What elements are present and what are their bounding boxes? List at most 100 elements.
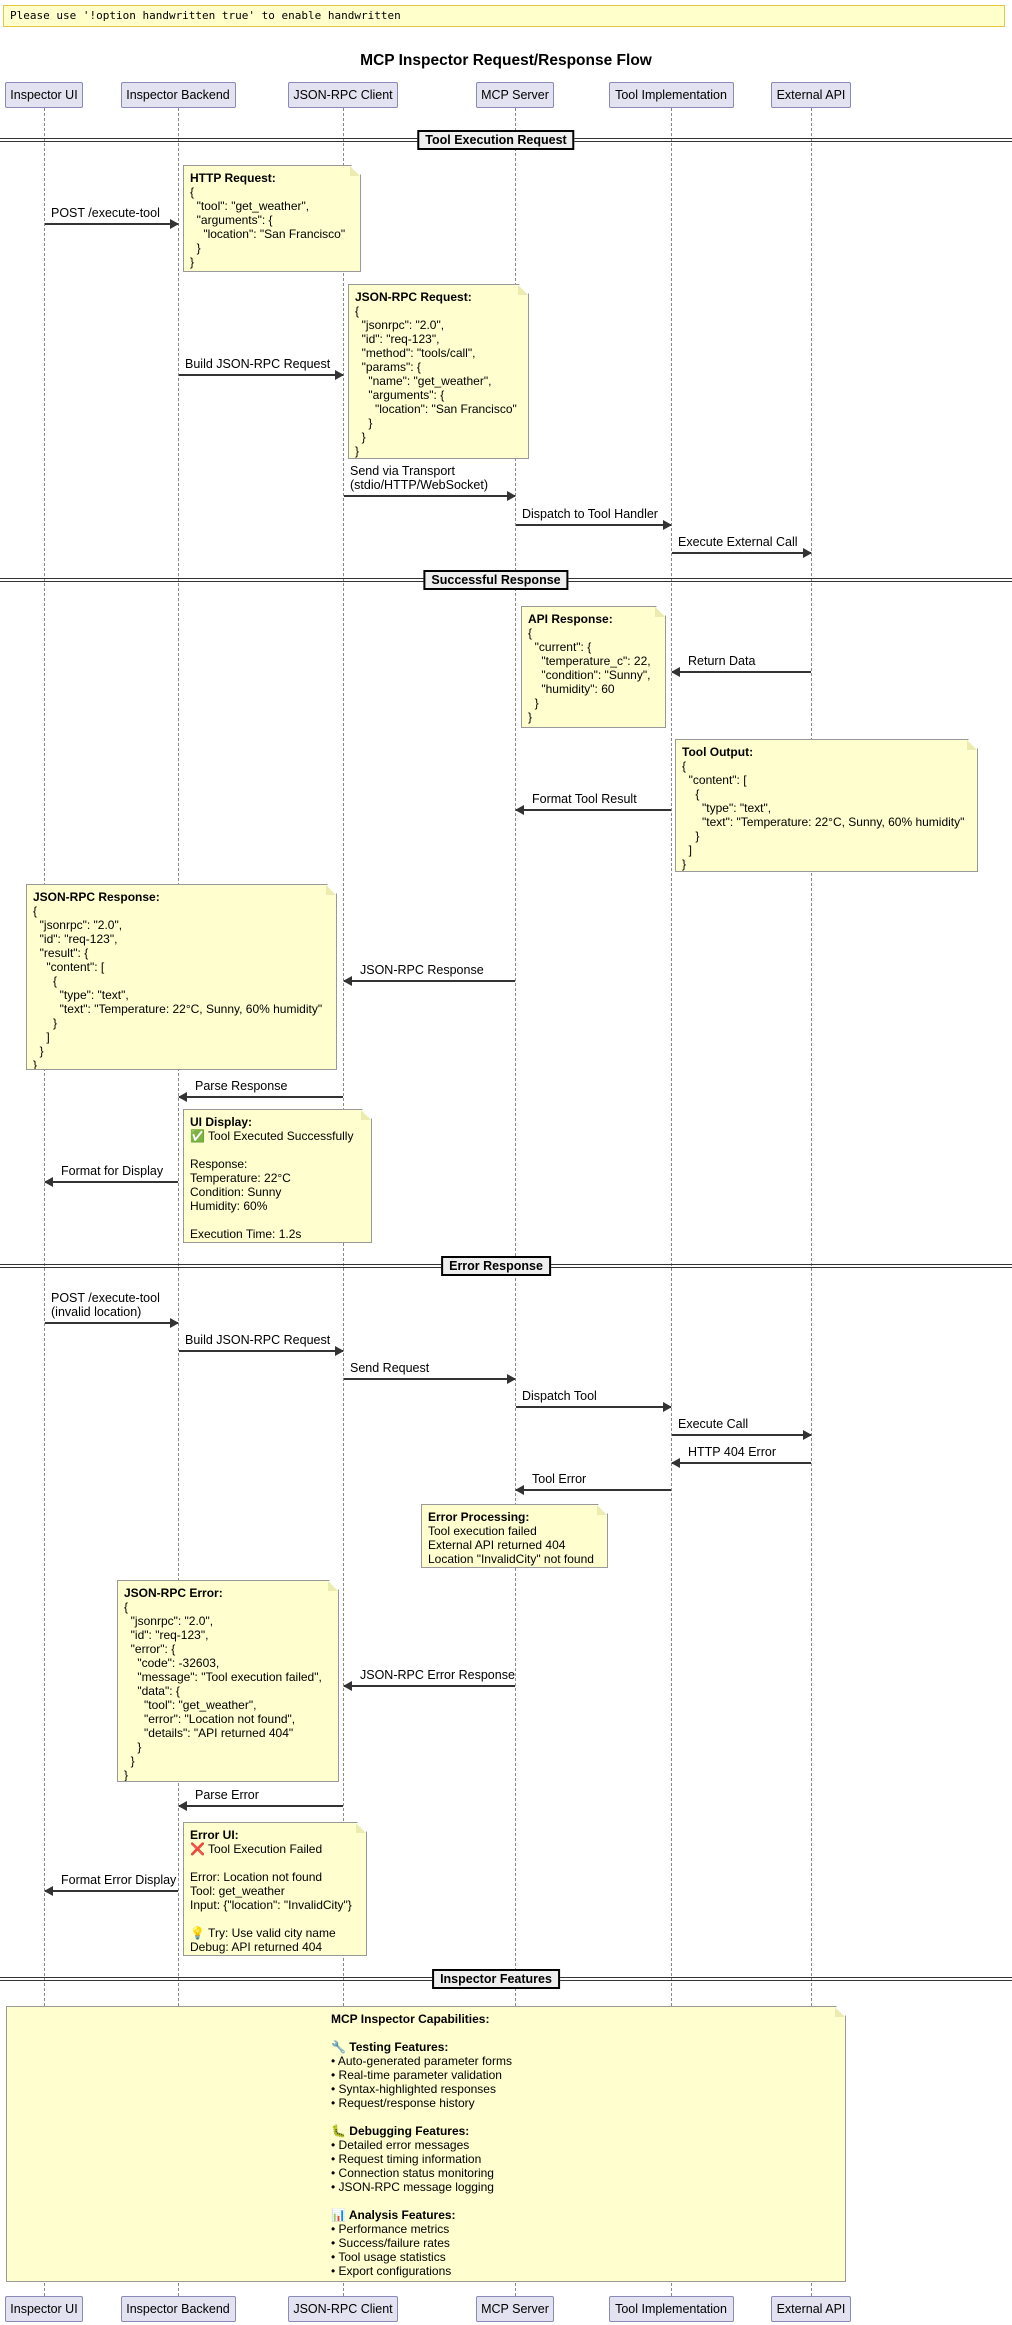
message-arrow — [515, 805, 671, 815]
note-jsonrpc-error: JSON-RPC Error:{ "jsonrpc": "2.0", "id":… — [117, 1580, 339, 1782]
message-arrow — [45, 219, 179, 229]
capabilities-item: • Tool usage statistics — [331, 2250, 446, 2264]
message-label: Dispatch Tool — [522, 1389, 597, 1403]
note-title: JSON-RPC Request: — [355, 290, 472, 304]
message-arrow — [178, 1801, 343, 1811]
message-arrow — [515, 1485, 671, 1495]
capabilities-group-heading: 📊 Analysis Features: — [331, 2208, 456, 2222]
note-body: { "jsonrpc": "2.0", "id": "req-123", "me… — [355, 304, 517, 458]
note-http-request: HTTP Request:{ "tool": "get_weather", "a… — [183, 165, 361, 272]
note-title: API Response: — [528, 612, 613, 626]
capabilities-item: • Request timing information — [331, 2152, 482, 2166]
warning-banner: Please use '!option handwritten true' to… — [3, 5, 1005, 27]
note-body: { "jsonrpc": "2.0", "id": "req-123", "re… — [33, 904, 323, 1070]
note-tool-output: Tool Output:{ "content": [ { "type": "te… — [675, 739, 978, 872]
note-body: ✅ Tool Executed Successfully Response: T… — [190, 1129, 354, 1241]
message-label: Format for Display — [61, 1164, 164, 1178]
message-label: HTTP 404 Error — [688, 1445, 776, 1459]
note-body: ❌ Tool Execution Failed Error: Location … — [190, 1842, 352, 1954]
participant-inspector-backend-bottom: Inspector Backend — [120, 2296, 236, 2322]
message-arrow — [672, 1430, 812, 1440]
message-label: Parse Response — [195, 1079, 288, 1093]
message-label: Format Error Display — [61, 1873, 177, 1887]
message-arrow — [671, 667, 811, 677]
section-tool-execution-request: Tool Execution Request — [417, 130, 575, 150]
message-arrow — [179, 370, 344, 380]
message-arrow — [179, 1346, 344, 1356]
capabilities-item: • Success/failure rates — [331, 2236, 450, 2250]
participant-inspector-backend-top: Inspector Backend — [120, 82, 236, 108]
section-successful-response: Successful Response — [423, 570, 569, 590]
note-body: { "current": { "temperature_c": 22, "con… — [528, 626, 651, 724]
note-ui-display: UI Display:✅ Tool Executed Successfully … — [183, 1109, 372, 1243]
diagram-title: MCP Inspector Request/Response Flow — [360, 52, 652, 69]
message-arrow — [44, 1886, 178, 1896]
note-api-response: API Response:{ "current": { "temperature… — [521, 606, 666, 728]
message-label: Build JSON-RPC Request — [185, 1333, 331, 1347]
message-label: POST /execute-tool — [51, 206, 160, 220]
message-arrow — [516, 1402, 672, 1412]
participant-json-rpc-client-top: JSON-RPC Client — [288, 82, 398, 108]
participant-tool-implementation-bottom: Tool Implementation — [608, 2296, 734, 2322]
message-label: Parse Error — [195, 1788, 259, 1802]
message-arrow — [178, 1092, 343, 1102]
participant-mcp-server-bottom: MCP Server — [476, 2296, 554, 2322]
message-label: POST /execute-tool (invalid location) — [51, 1291, 160, 1319]
capabilities-item: • Export configurations — [331, 2264, 452, 2278]
lifeline-external-api — [811, 108, 812, 2296]
capabilities-item: • JSON-RPC message logging — [331, 2180, 494, 2194]
note-title: JSON-RPC Error: — [124, 1586, 223, 1600]
message-arrow — [672, 548, 812, 558]
message-label: Dispatch to Tool Handler — [522, 507, 658, 521]
capabilities-group-heading: 🐛 Debugging Features: — [331, 2124, 470, 2138]
note-body: { "tool": "get_weather", "arguments": { … — [190, 185, 346, 269]
capabilities-item: • Syntax-highlighted responses — [331, 2082, 496, 2096]
capabilities-title: MCP Inspector Capabilities: — [331, 2012, 490, 2026]
message-label: Execute External Call — [678, 535, 798, 549]
note-jsonrpc-request: JSON-RPC Request:{ "jsonrpc": "2.0", "id… — [348, 284, 529, 459]
message-label: Format Tool Result — [532, 792, 637, 806]
note-title: Tool Output: — [682, 745, 754, 759]
message-arrow — [671, 1458, 811, 1468]
message-arrow — [45, 1318, 179, 1328]
participant-external-api-bottom: External API — [771, 2296, 851, 2322]
capabilities-item: • Performance metrics — [331, 2222, 450, 2236]
capabilities-item: • Request/response history — [331, 2096, 475, 2110]
lifeline-tool-implementation — [671, 108, 672, 2296]
message-label: Execute Call — [678, 1417, 749, 1431]
capabilities-item: • Real-time parameter validation — [331, 2068, 502, 2082]
note-title: Error Processing: — [428, 1510, 530, 1524]
participant-json-rpc-client-bottom: JSON-RPC Client — [288, 2296, 398, 2322]
capabilities-item: • Connection status monitoring — [331, 2166, 494, 2180]
message-label: JSON-RPC Error Response — [360, 1668, 515, 1682]
message-arrow — [516, 520, 672, 530]
lifeline-mcp-server — [515, 108, 516, 2296]
message-arrow — [343, 976, 515, 986]
lifeline-inspector-ui — [44, 108, 45, 2296]
message-label: Send via Transport (stdio/HTTP/WebSocket… — [350, 464, 489, 492]
message-label: Tool Error — [532, 1472, 587, 1486]
note-body: { "jsonrpc": "2.0", "id": "req-123", "er… — [124, 1600, 322, 1782]
capabilities-item: • Detailed error messages — [331, 2138, 470, 2152]
note-capabilities: MCP Inspector Capabilities: 🔧 Testing Fea… — [6, 2006, 846, 2282]
message-label: Return Data — [688, 654, 756, 668]
message-arrow — [44, 1177, 178, 1187]
note-title: Error UI: — [190, 1828, 239, 1842]
participant-tool-implementation-top: Tool Implementation — [608, 82, 734, 108]
lifeline-inspector-backend — [178, 108, 179, 2296]
message-arrow — [343, 1681, 515, 1691]
message-label: Build JSON-RPC Request — [185, 357, 331, 371]
note-error-processing: Error Processing:Tool execution failed E… — [421, 1504, 608, 1568]
capabilities-group-heading: 🔧 Testing Features: — [331, 2040, 449, 2054]
participant-mcp-server-top: MCP Server — [476, 82, 554, 108]
note-title: JSON-RPC Response: — [33, 890, 160, 904]
participant-inspector-ui-top: Inspector UI — [5, 82, 83, 108]
message-label: JSON-RPC Response — [360, 963, 484, 977]
participant-inspector-ui-bottom: Inspector UI — [5, 2296, 83, 2322]
note-error-ui: Error UI:❌ Tool Execution Failed Error: … — [183, 1822, 367, 1956]
note-body: { "content": [ { "type": "text", "text":… — [682, 759, 965, 871]
message-label: Send Request — [350, 1361, 430, 1375]
message-arrow — [344, 1374, 516, 1384]
section-error-response: Error Response — [441, 1256, 551, 1276]
note-title: UI Display: — [190, 1115, 253, 1129]
